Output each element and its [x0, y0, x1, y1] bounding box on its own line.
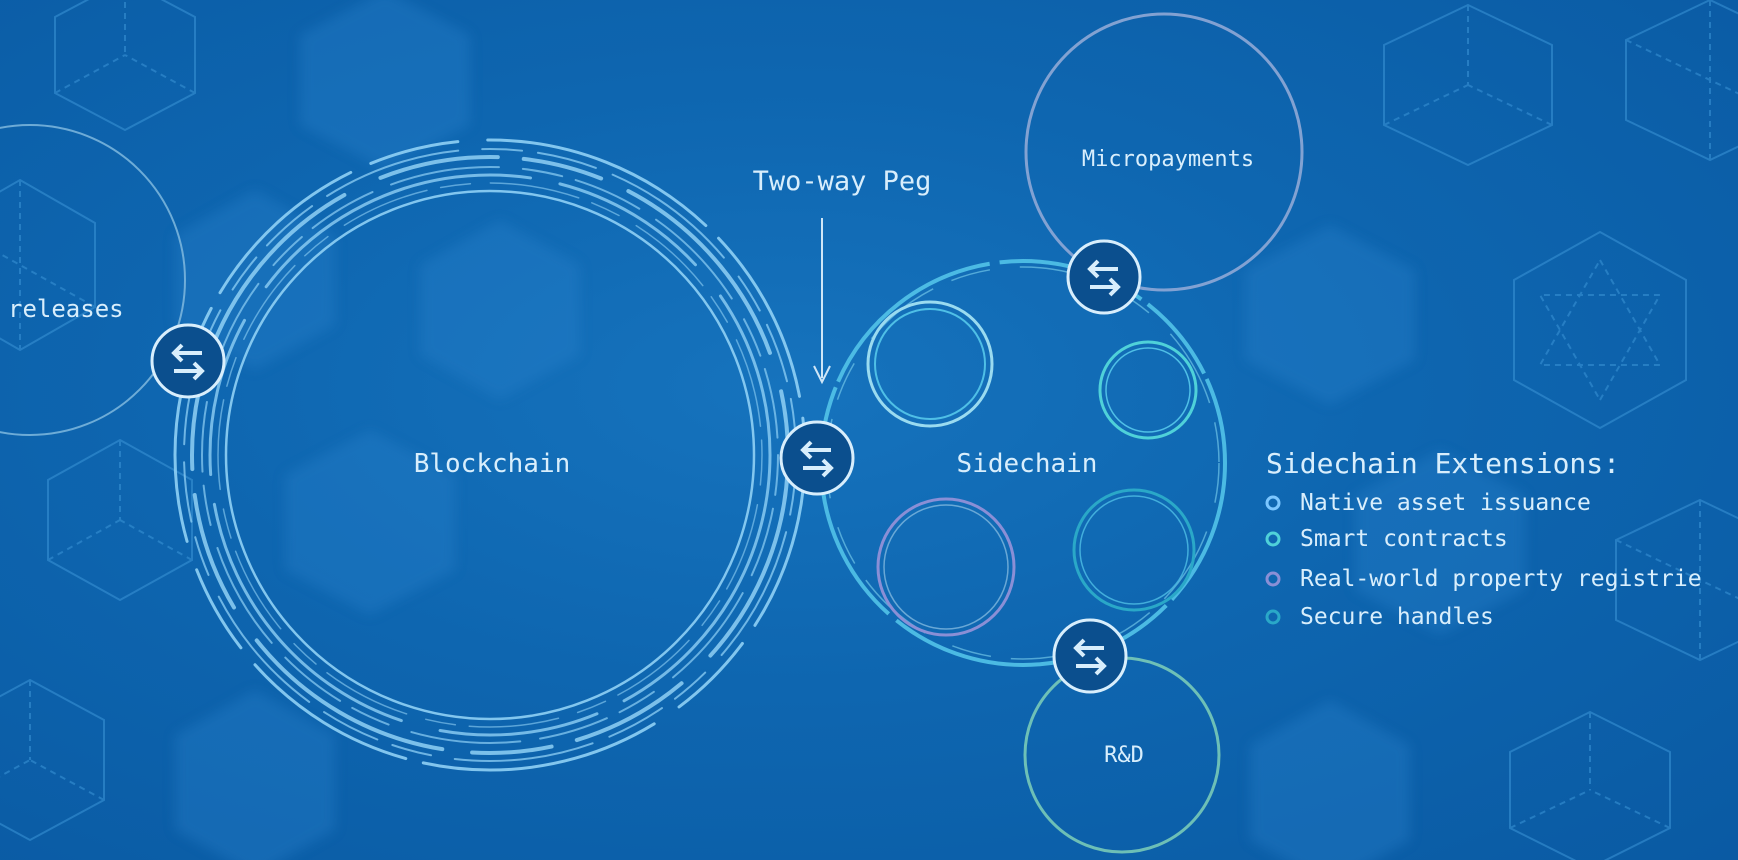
background-glow	[175, 0, 1525, 860]
circle-bullet-icon	[1265, 571, 1281, 587]
extension-item: Real-world property registrie	[1265, 566, 1702, 592]
extension-item: Secure handles	[1265, 604, 1494, 630]
wireframe-cube-icon	[0, 678, 105, 842]
rnd-label: R&D	[1104, 743, 1144, 768]
inner-circle	[1098, 340, 1198, 440]
extension-item-label: Native asset issuance	[1300, 490, 1591, 516]
wireframe-cube-icon	[1615, 498, 1738, 662]
wireframe-cube-icon	[47, 438, 193, 602]
extension-item-label: Smart contracts	[1300, 526, 1508, 552]
inner-circle	[876, 497, 1016, 637]
swap-arrows-icon	[150, 323, 226, 399]
rnd-node: R&D	[1023, 656, 1221, 854]
extensions-list: Sidechain Extensions: Native asset issua…	[1265, 447, 1702, 630]
wireframe-cube-icon	[1383, 3, 1553, 167]
left-partial-label: releases	[8, 295, 124, 323]
left-partial-node: releases	[0, 124, 186, 436]
wireframe-cube-icon	[1509, 710, 1671, 860]
swap-arrows-icon	[1066, 239, 1142, 315]
sidechain-label: Sidechain	[957, 449, 1098, 479]
swap-arrows-icon	[1052, 618, 1128, 694]
micropayments-node: Micropayments	[1024, 12, 1304, 292]
circle-bullet-icon	[1265, 495, 1281, 511]
peg-label: Two-way Peg	[753, 166, 932, 197]
extension-item-label: Secure handles	[1300, 604, 1494, 630]
wireframe-cube-icon	[1625, 0, 1738, 162]
micropayments-label: Micropayments	[1082, 147, 1254, 172]
swap-arrows-icon	[779, 420, 855, 496]
blockchain-label: Blockchain	[414, 449, 571, 479]
wireframe-icosahedron-icon	[1513, 230, 1687, 430]
extensions-title: Sidechain Extensions:	[1266, 447, 1620, 480]
inner-circle	[866, 300, 994, 428]
extension-item: Native asset issuance	[1265, 490, 1591, 516]
circle-bullet-icon	[1265, 609, 1281, 625]
extension-item-label: Real-world property registrie	[1300, 566, 1702, 592]
wireframe-cube-icon	[54, 0, 196, 132]
circle-bullet-icon	[1265, 531, 1281, 547]
wireframe-cube-icon	[0, 178, 96, 352]
inner-circle	[1072, 488, 1196, 612]
extension-item: Smart contracts	[1265, 526, 1508, 552]
down-arrow-icon	[813, 218, 831, 385]
